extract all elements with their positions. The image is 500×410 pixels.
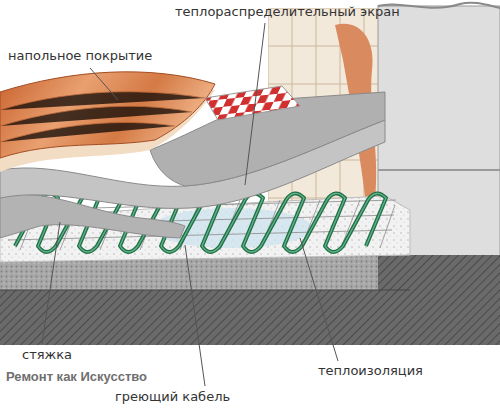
floor-tile [205, 86, 300, 120]
part-label: теплоизоляция [318, 363, 423, 379]
floor-covering [0, 72, 215, 158]
part-label: теплораспределительный экран [175, 4, 400, 20]
part-label: стяжка [22, 347, 72, 363]
wall-base [378, 255, 500, 345]
part-label: напольное покрытие [8, 48, 152, 64]
leader-lines [42, 23, 338, 386]
base-slab [0, 290, 410, 345]
part-label: греющий кабель [115, 389, 230, 405]
watermark: Ремонт как Искусство [6, 369, 147, 385]
